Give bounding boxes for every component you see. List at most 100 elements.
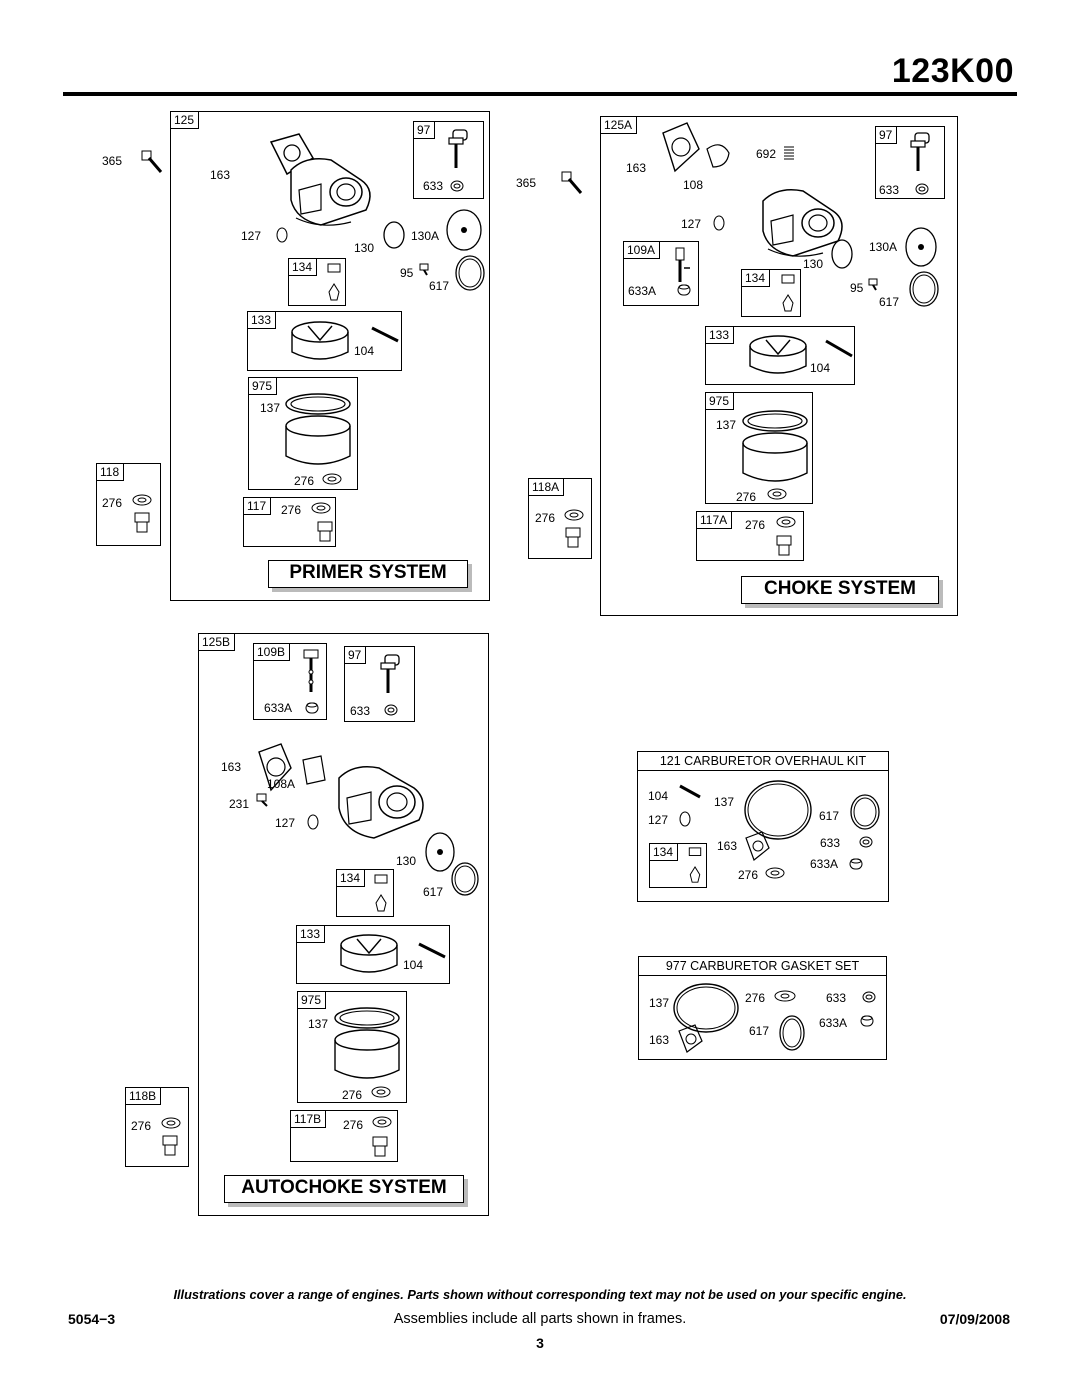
part-box-975: 975 137 276 xyxy=(248,377,358,490)
screw-icon xyxy=(256,793,268,807)
primer-bulb-icon xyxy=(910,132,930,171)
screw-icon xyxy=(419,263,429,276)
box-label: 975 xyxy=(706,393,735,410)
seal-icon xyxy=(849,858,863,870)
pin-icon xyxy=(679,784,701,799)
box-label: 133 xyxy=(706,327,735,344)
diaphragm-plate-icon xyxy=(905,227,937,267)
part-633: 633 xyxy=(879,183,900,197)
primer-system-frame: 125 163 97 633 365 127 130 130A 134 xyxy=(102,111,490,601)
part-127: 127 xyxy=(275,816,296,830)
gasket-ring-icon xyxy=(673,983,739,1033)
part-127: 127 xyxy=(241,229,262,243)
part-95: 95 xyxy=(400,266,414,280)
part-276: 276 xyxy=(342,1088,363,1102)
bowl-nut-icon xyxy=(372,1136,388,1157)
box-label: 117 xyxy=(244,498,272,515)
float-icon xyxy=(749,335,807,374)
part-box-118a: 118A 276 xyxy=(528,478,592,559)
part-137: 137 xyxy=(649,996,670,1010)
box-label: 134 xyxy=(289,259,318,276)
washer-icon xyxy=(564,509,584,521)
screw-icon xyxy=(561,171,583,194)
plug-icon xyxy=(713,215,725,231)
part-127: 127 xyxy=(648,813,669,827)
box-label: 118A xyxy=(529,479,565,496)
gasket-ring-icon xyxy=(779,1015,805,1051)
autochoke-system-frame: 125B 109B 633A 97 633 163 108A 231 xyxy=(198,633,489,1216)
overhaul-kit-frame: 121 CARBURETOR OVERHAUL KIT 104 137 617 … xyxy=(637,751,889,902)
box-label: 134 xyxy=(337,870,366,887)
part-box-117b: 117B 276 xyxy=(290,1110,398,1162)
part-276: 276 xyxy=(738,868,759,882)
part-276: 276 xyxy=(281,503,302,517)
part-276: 276 xyxy=(102,496,123,510)
box-label: 97 xyxy=(345,647,367,664)
part-box-117a: 117A 276 xyxy=(696,511,804,561)
part-108: 108 xyxy=(683,178,704,192)
header-rule xyxy=(63,92,1017,96)
disclaimer-note: Illustrations cover a range of engines. … xyxy=(173,1287,907,1302)
bowl-nut-icon xyxy=(162,1135,178,1156)
box-label: 109B xyxy=(254,644,291,661)
gasket-ring-icon xyxy=(744,780,812,840)
part-130: 130 xyxy=(803,257,824,271)
box-label: 133 xyxy=(248,312,277,329)
bowl-nut-icon xyxy=(134,512,150,533)
gasket-icon xyxy=(662,122,700,173)
part-box-97: 97 633 xyxy=(344,646,415,722)
float-bowl-icon xyxy=(285,393,351,465)
needle-valve-icon xyxy=(688,847,702,883)
part-276: 276 xyxy=(343,1118,364,1132)
washer-icon xyxy=(311,502,331,514)
gasket-icon xyxy=(258,743,292,792)
gasket-ring-icon xyxy=(451,862,479,896)
part-617: 617 xyxy=(879,295,900,309)
part-box-118: 118 276 xyxy=(96,463,161,546)
part-104: 104 xyxy=(810,361,831,375)
assemblies-note: Assemblies include all parts shown in fr… xyxy=(393,1311,687,1327)
needle-valve-icon xyxy=(327,263,341,301)
part-365: 365 xyxy=(102,154,123,168)
part-box-133: 133 104 xyxy=(705,326,855,385)
part-163: 163 xyxy=(210,168,231,182)
part-137: 137 xyxy=(260,401,281,415)
part-617: 617 xyxy=(429,279,450,293)
part-633: 633 xyxy=(826,991,847,1005)
washer-icon xyxy=(765,867,785,879)
part-633a: 633A xyxy=(819,1016,848,1030)
kit-title: 977 CARBURETOR GASKET SET xyxy=(639,957,886,976)
part-617: 617 xyxy=(819,809,840,823)
gasket-ring-icon xyxy=(909,271,939,307)
kit-title: 121 CARBURETOR OVERHAUL KIT xyxy=(638,752,888,771)
gasket-set-frame: 977 CARBURETOR GASKET SET 137 276 633 63… xyxy=(638,956,887,1060)
part-box-133: 133 104 xyxy=(296,925,450,984)
part-633: 633 xyxy=(820,836,841,850)
part-box-118b: 118B 276 xyxy=(125,1087,189,1167)
part-163: 163 xyxy=(717,839,738,853)
pin-icon xyxy=(371,326,399,343)
screw-icon xyxy=(868,278,878,291)
page-number: 3 xyxy=(536,1335,544,1351)
washer-icon xyxy=(161,1117,181,1129)
choke-system-frame: 125A 163 692 108 365 97 633 127 109A xyxy=(516,116,958,616)
section-title: PRIMER SYSTEM xyxy=(268,560,468,588)
washer-icon xyxy=(767,488,787,500)
choke-plate-icon xyxy=(706,144,730,168)
o-ring-icon xyxy=(384,704,398,716)
part-box-134: 134 xyxy=(288,258,346,306)
gasket-ring-icon xyxy=(455,255,485,291)
part-104: 104 xyxy=(354,344,375,358)
seal-icon xyxy=(305,702,319,714)
part-box-975: 975 137 276 xyxy=(705,392,813,504)
part-276: 276 xyxy=(131,1119,152,1133)
choke-shaft-icon xyxy=(303,649,319,692)
part-130a: 130A xyxy=(869,240,898,254)
gasket-ring-icon xyxy=(850,794,880,830)
part-633: 633 xyxy=(423,179,444,193)
washer-icon xyxy=(372,1116,392,1128)
primer-bulb-icon xyxy=(448,129,468,168)
part-box-117: 117 276 xyxy=(243,497,336,547)
part-box-134: 134 xyxy=(741,269,801,317)
part-box-97: 97 633 xyxy=(875,126,945,199)
